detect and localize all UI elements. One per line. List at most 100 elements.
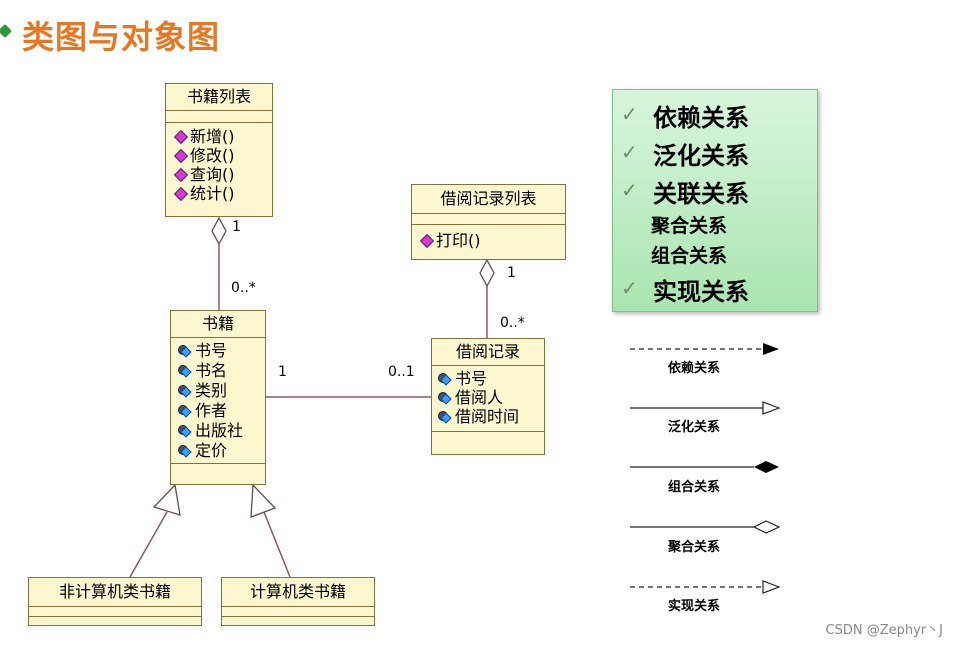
operation-icon xyxy=(173,148,189,163)
attribute-row: 定价 xyxy=(171,440,265,460)
legend-item-label: 泛化关系 xyxy=(653,142,749,170)
operation-label: 统计() xyxy=(190,184,235,203)
multiplicity-label: 1 xyxy=(278,364,287,380)
operation-label: 查询() xyxy=(190,165,235,184)
operation-row: 修改() xyxy=(166,146,272,165)
operation-label: 新增() xyxy=(190,127,235,146)
attribute-compartment xyxy=(166,111,272,123)
aggregation-diamond-booklist xyxy=(211,216,227,246)
legend-item-label: 组合关系 xyxy=(651,245,728,267)
multiplicity-label: 0..* xyxy=(500,315,525,331)
relationship-legend-box: ✓ 依赖关系 ✓ 泛化关系 ✓ 关联关系 聚合关系 组合关系 ✓ 实现关系 xyxy=(612,89,818,312)
multiplicity-label: 1 xyxy=(232,219,241,235)
check-icon: ✓ xyxy=(621,140,638,164)
attribute-icon xyxy=(437,372,451,385)
key-label-realization: 实现关系 xyxy=(668,599,721,614)
check-icon: ✓ xyxy=(621,276,638,300)
key-label-composition: 组合关系 xyxy=(668,480,721,495)
attribute-icon xyxy=(177,444,191,457)
operation-compartment: 新增() 修改() 查询() 统计() xyxy=(166,123,272,203)
class-borrow-record[interactable]: 借阅记录 书号 借阅人 借阅时间 xyxy=(431,338,545,455)
class-book[interactable]: 书籍 书号 书名 类别 作者 出版社 定价 xyxy=(170,310,266,485)
legend-item: ✓ 实现关系 xyxy=(613,272,819,306)
class-book-list[interactable]: 书籍列表 新增() 修改() 查询() 统计() xyxy=(165,83,273,217)
multiplicity-label: 0..1 xyxy=(388,364,415,380)
aggregation-diamond-borrowlist xyxy=(479,258,495,288)
key-composition-arrow xyxy=(630,461,779,473)
attribute-compartment xyxy=(29,607,201,617)
attribute-row: 书号 xyxy=(171,340,265,360)
attribute-label: 类别 xyxy=(195,380,228,400)
operation-icon xyxy=(173,129,189,144)
operation-row: 打印() xyxy=(412,231,565,250)
class-computer-book[interactable]: 计算机类书籍 xyxy=(221,577,375,626)
operation-row: 查询() xyxy=(166,165,272,184)
attribute-icon xyxy=(177,344,191,357)
attribute-compartment xyxy=(412,214,565,225)
attribute-compartment xyxy=(222,607,374,617)
key-aggregation-arrow xyxy=(630,520,781,534)
attribute-icon xyxy=(177,384,191,397)
generalization-triangle-noncomputer xyxy=(152,483,181,516)
attribute-label: 书名 xyxy=(195,360,228,380)
legend-item-label: 依赖关系 xyxy=(653,104,749,132)
legend-item-label: 关联关系 xyxy=(653,180,749,208)
class-name: 书籍 xyxy=(171,311,265,338)
key-dependency-arrow xyxy=(630,343,779,355)
operation-compartment: 打印() xyxy=(412,225,565,250)
attribute-label: 借阅时间 xyxy=(455,407,520,426)
attribute-label: 作者 xyxy=(195,400,228,420)
multiplicity-label: 1 xyxy=(507,265,516,281)
attribute-icon xyxy=(177,404,191,417)
class-name: 非计算机类书籍 xyxy=(29,578,201,607)
check-icon: ✓ xyxy=(621,178,638,202)
key-label-generalization: 泛化关系 xyxy=(668,420,721,435)
legend-item-label: 实现关系 xyxy=(653,278,749,306)
attribute-label: 书号 xyxy=(455,369,488,388)
class-name: 书籍列表 xyxy=(166,84,272,111)
attribute-label: 书号 xyxy=(195,340,228,360)
attribute-icon xyxy=(177,364,191,377)
generalization-triangle-computer xyxy=(250,483,277,518)
class-name: 借阅记录 xyxy=(432,339,544,366)
attribute-row: 书名 xyxy=(171,360,265,380)
key-label-aggregation: 聚合关系 xyxy=(668,540,721,555)
attribute-label: 借阅人 xyxy=(455,388,504,407)
operation-row: 统计() xyxy=(166,184,272,203)
attribute-row: 借阅时间 xyxy=(432,407,544,426)
attribute-row: 出版社 xyxy=(171,420,265,440)
slide-title: 类图与对象图 xyxy=(22,18,221,56)
class-non-computer-book[interactable]: 非计算机类书籍 xyxy=(28,577,202,626)
multiplicity-label: 0..* xyxy=(231,280,256,296)
watermark: CSDN @Zephyr丶J xyxy=(825,623,943,638)
attribute-compartment: 书号 借阅人 借阅时间 xyxy=(432,366,544,432)
attribute-icon xyxy=(177,424,191,437)
operation-label: 修改() xyxy=(190,146,235,165)
key-label-dependency: 依赖关系 xyxy=(668,361,721,376)
operation-icon xyxy=(173,167,189,182)
legend-item: 组合关系 xyxy=(613,241,819,269)
attribute-row: 作者 xyxy=(171,400,265,420)
attribute-label: 定价 xyxy=(195,440,228,460)
check-icon: ✓ xyxy=(621,102,638,126)
class-borrow-record-list[interactable]: 借阅记录列表 打印() xyxy=(411,184,566,260)
operation-icon xyxy=(419,233,435,248)
legend-item-label: 聚合关系 xyxy=(651,215,728,237)
attribute-row: 类别 xyxy=(171,380,265,400)
attribute-icon xyxy=(437,391,451,404)
attribute-row: 借阅人 xyxy=(432,388,544,407)
attribute-row: 书号 xyxy=(432,369,544,388)
attribute-label: 出版社 xyxy=(195,420,244,440)
attribute-icon xyxy=(437,410,451,423)
legend-item: ✓ 依赖关系 xyxy=(613,98,819,132)
legend-item: ✓ 关联关系 xyxy=(613,174,819,208)
generalization-line-computer xyxy=(263,511,291,578)
class-name: 借阅记录列表 xyxy=(412,185,565,214)
class-name: 计算机类书籍 xyxy=(222,578,374,607)
key-realization-arrow xyxy=(630,580,781,594)
operation-label: 打印() xyxy=(436,231,481,250)
key-generalization-arrow xyxy=(630,401,781,415)
generalization-line-noncomputer xyxy=(129,511,168,578)
legend-item: 聚合关系 xyxy=(613,211,819,239)
